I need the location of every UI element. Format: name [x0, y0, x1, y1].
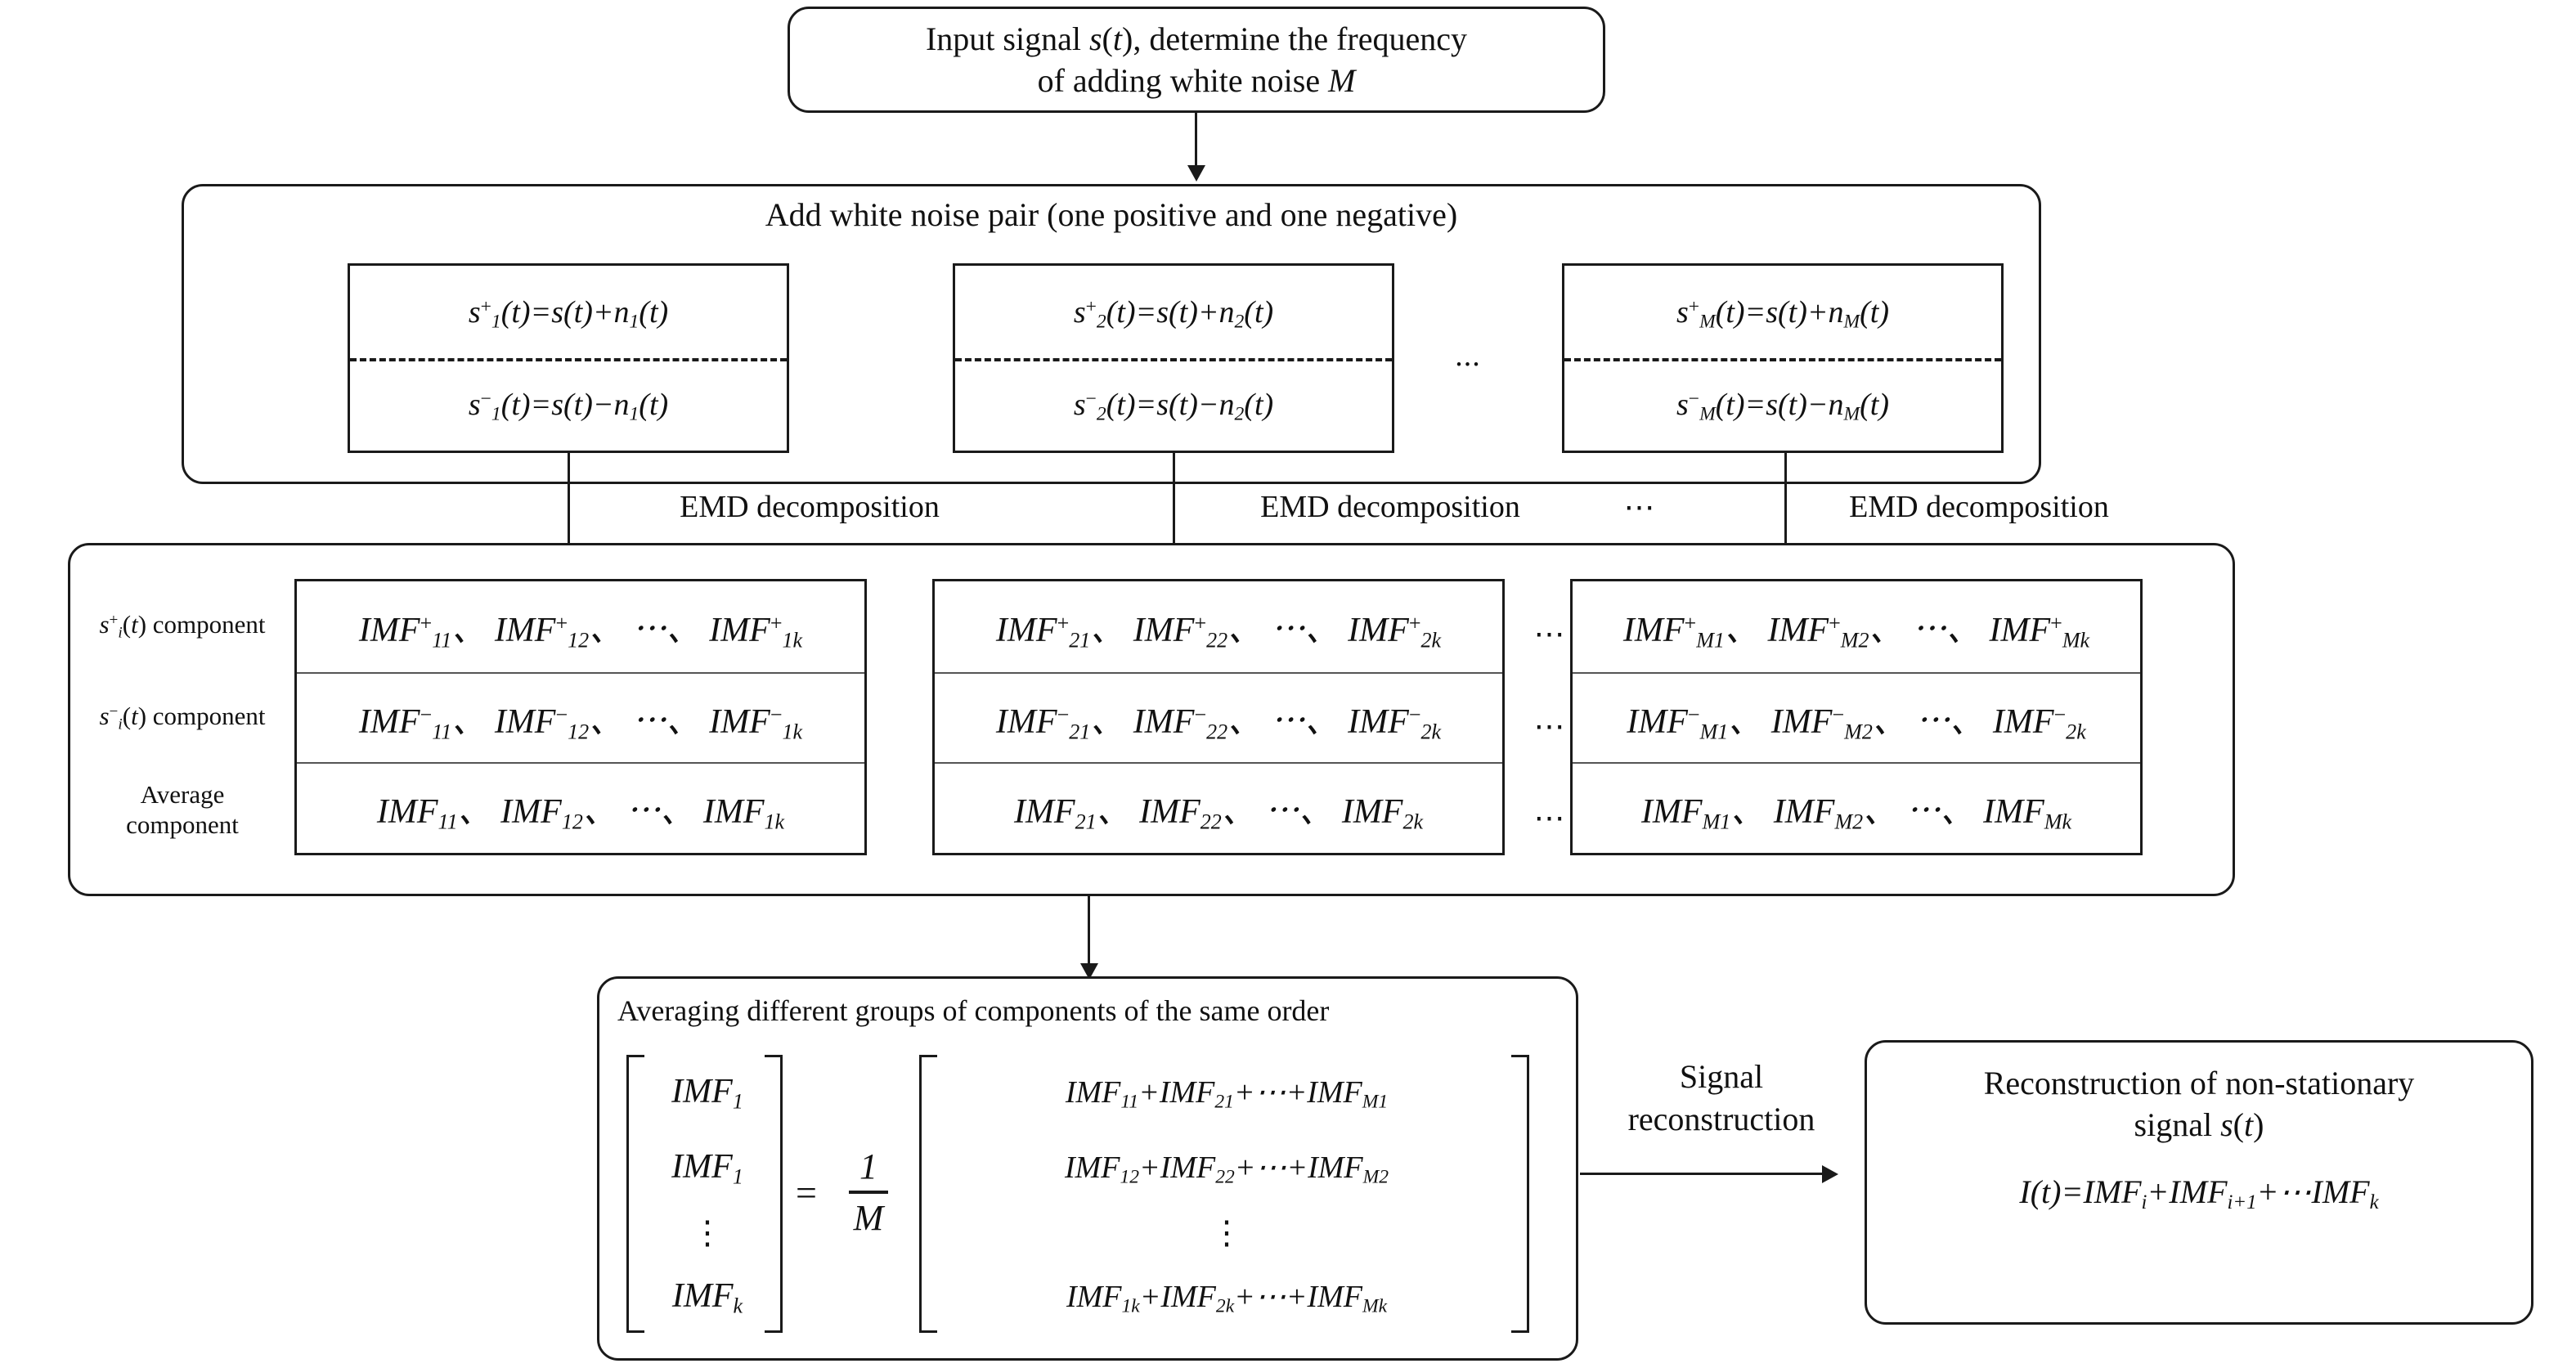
left-vector-vdots: ⋮	[691, 1214, 724, 1251]
emd-label-ellipsis: ⋯	[1623, 490, 1656, 525]
noise-pair-1-divider	[350, 358, 787, 361]
averaging-box	[597, 976, 1578, 1361]
imf-group-1: IMF+11、 IMF+12、 ⋯、 IMF+1k IMF−11、 IMF−12…	[294, 579, 867, 855]
connector-emd-2	[1173, 453, 1175, 597]
imf-row-label-positive: s+i(t) component	[99, 610, 266, 642]
noise-pair-2-negative: s−2(t)=s(t)−n2(t)	[1073, 387, 1274, 425]
signal-reconstruction-line1: Signal	[1679, 1058, 1764, 1095]
one-over-m-fraction: 1 M	[831, 1138, 906, 1246]
noise-pair-3-negative: s−M(t)=s(t)−nM(t)	[1676, 387, 1890, 425]
left-vector-entry-4: IMFk	[671, 1277, 743, 1318]
right-vector-bracket-close	[1511, 1055, 1529, 1333]
arrowhead-input-to-noise	[1187, 165, 1205, 182]
emd-label-2: EMD decomposition	[1260, 490, 1520, 524]
noise-pair-1-negative: s−1(t)=s(t)−n1(t)	[468, 387, 669, 425]
input-signal-text: Input signal s(t), determine the frequen…	[926, 18, 1467, 101]
imf-group-3-row-positive: IMF+M1、 IMF+M2、 ⋯、 IMF+Mk	[1622, 611, 2090, 653]
imf-group-2-row-positive: IMF+21、 IMF+22、 ⋯、 IMF+2k	[995, 611, 1442, 653]
imf-group-1-row-average: IMF11、 IMF12、 ⋯、 IMF1k	[297, 762, 864, 853]
averaging-header: Averaging different groups of components…	[617, 994, 1330, 1027]
fraction-denominator: M	[853, 1198, 884, 1238]
noise-pair-2-divider	[955, 358, 1392, 361]
connector-emd-3	[1784, 453, 1787, 597]
emd-label-3: EMD decomposition	[1849, 490, 2109, 524]
imf-column-ellipsis-negative: ⋯	[1533, 709, 1566, 744]
reconstruction-output-title: Reconstruction of non-stationary signal …	[1874, 1055, 2524, 1153]
imf-column-ellipsis-positive: ⋯	[1533, 617, 1566, 652]
noise-pair-2-positive: s+2(t)=s(t)+n2(t)	[1073, 294, 1274, 333]
connector-imf-to-averaging	[1088, 896, 1090, 968]
noise-pair-1-positive: s+1(t)=s(t)+n1(t)	[468, 294, 669, 333]
imf-group-3-row-negative: IMF−M1、 IMF−M2、 ⋯、 IMF−2k	[1573, 671, 2140, 763]
connector-emd-1	[568, 453, 570, 597]
signal-reconstruction-label: Signal reconstruction	[1586, 1045, 1856, 1151]
imf-group-3: IMF+M1、 IMF+M2、 ⋯、 IMF+Mk IMF−M1、 IMF−M2…	[1570, 579, 2143, 855]
right-vector-entry-2: IMF12+IMF22+⋯+IMFM2	[1064, 1150, 1389, 1188]
equals-sign: =	[796, 1171, 817, 1213]
reconstruction-output-formula: I(t)=IMFi+IMFi+1+⋯IMFk	[2019, 1173, 2379, 1213]
left-vector-bracket-close	[765, 1055, 783, 1333]
right-vector-entry-4: IMF1k+IMF2k+⋯+IMFMk	[1066, 1279, 1388, 1317]
reconstruction-output-box	[1865, 1040, 2533, 1325]
noise-pair-box-3: s+M(t)=s(t)+nM(t) s−M(t)=s(t)−nM(t)	[1562, 263, 2004, 453]
imf-group-1-row-negative: IMF−11、 IMF−12、 ⋯、 IMF−1k	[297, 671, 864, 763]
fraction-bar	[848, 1191, 889, 1194]
left-vector-entry-2: IMF1	[671, 1148, 743, 1189]
right-vector-vdots: ⋮	[1210, 1214, 1243, 1251]
arrowhead-imf-to-averaging	[1080, 963, 1098, 980]
input-signal-line1: Input signal s(t), determine the frequen…	[925, 20, 1468, 57]
reconstruction-output-line1: Reconstruction of non-stationary	[1983, 1064, 2415, 1101]
right-vector-bracket-open	[919, 1055, 937, 1333]
imf-group-1-row-positive: IMF+11、 IMF+12、 ⋯、 IMF+1k	[358, 611, 803, 653]
noise-pair-3-positive: s+M(t)=s(t)+nM(t)	[1676, 294, 1890, 333]
connector-input-to-noise	[1195, 113, 1197, 168]
imf-group-2-row-average: IMF21、 IMF22、 ⋯、 IMF2k	[935, 762, 1502, 853]
imf-row-label-negative: s−i(t) component	[99, 702, 266, 733]
noise-pair-ellipsis: ...	[1455, 339, 1481, 373]
imf-column-ellipsis-average: ⋯	[1533, 801, 1566, 836]
right-vector-entry-1: IMF11+IMF21+⋯+IMFM1	[1065, 1074, 1389, 1113]
add-white-noise-header: Add white noise pair (one positive and o…	[765, 195, 1458, 233]
noise-pair-3-divider	[1564, 358, 2001, 361]
arrowhead-averaging-to-output	[1822, 1165, 1838, 1183]
connector-averaging-to-output	[1580, 1173, 1825, 1175]
signal-reconstruction-line2: reconstruction	[1627, 1101, 1815, 1137]
left-vector-entry-1: IMF1	[671, 1073, 743, 1114]
noise-pair-box-2: s+2(t)=s(t)+n2(t) s−2(t)=s(t)−n2(t)	[953, 263, 1394, 453]
emd-label-1: EMD decomposition	[680, 490, 940, 524]
reconstruction-output-line2: signal s(t)	[2134, 1106, 2264, 1143]
noise-pair-box-1: s+1(t)=s(t)+n1(t) s−1(t)=s(t)−n1(t)	[348, 263, 789, 453]
imf-group-2: IMF+21、 IMF+22、 ⋯、 IMF+2k IMF−21、 IMF−22…	[932, 579, 1505, 855]
left-vector-bracket-open	[626, 1055, 644, 1333]
input-signal-line2: of adding white noise M	[1037, 62, 1356, 99]
input-signal-box: Input signal s(t), determine the frequen…	[788, 7, 1605, 113]
imf-group-2-row-negative: IMF−21、 IMF−22、 ⋯、 IMF−2k	[935, 671, 1502, 763]
imf-group-3-row-average: IMFM1、 IMFM2、 ⋯、 IMFMk	[1573, 762, 2140, 853]
fraction-numerator: 1	[859, 1146, 877, 1186]
